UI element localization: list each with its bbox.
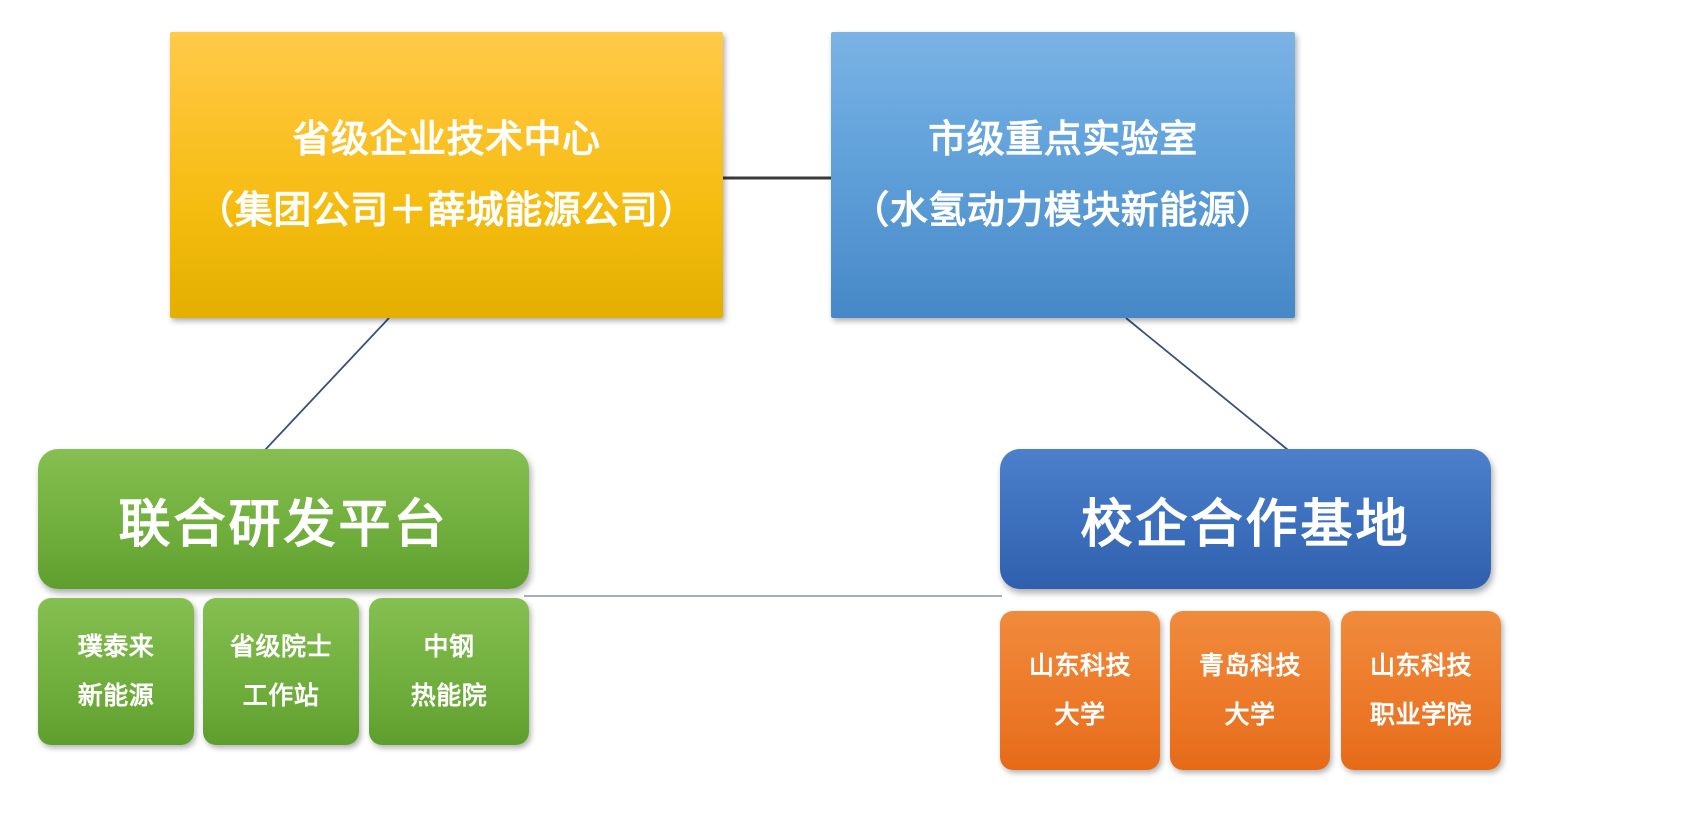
joint-rd-platform-label: 联合研发平台 bbox=[118, 494, 449, 555]
connector-tech-center-to-rd-platform bbox=[264, 317, 390, 451]
chip-line-2: 大学 bbox=[1054, 699, 1106, 729]
chip-joint-rd-child-2[interactable]: 省级院士 工作站 bbox=[203, 598, 359, 745]
chip-line-2: 热能院 bbox=[410, 680, 488, 710]
chip-line-1: 山东科技 bbox=[1028, 650, 1131, 680]
node-joint-rd-platform[interactable]: 联合研发平台 bbox=[38, 449, 529, 589]
chip-line-1: 省级院士 bbox=[229, 631, 332, 661]
chip-joint-rd-child-3[interactable]: 中钢 热能院 bbox=[369, 598, 529, 745]
chip-school-enterprise-child-3[interactable]: 山东科技 职业学院 bbox=[1341, 611, 1501, 770]
chip-line-1: 青岛科技 bbox=[1198, 650, 1301, 680]
municipal-key-lab-title: 市级重点实验室 bbox=[928, 116, 1198, 161]
node-municipal-key-laboratory[interactable]: 市级重点实验室 （水氢动力模块新能源） bbox=[831, 32, 1295, 318]
connector-key-lab-to-cooperation-base bbox=[1125, 317, 1289, 451]
chip-line-1: 中钢 bbox=[423, 631, 475, 661]
chip-line-2: 大学 bbox=[1224, 699, 1276, 729]
chip-line-2: 职业学院 bbox=[1369, 699, 1472, 729]
chip-line-2: 新能源 bbox=[77, 680, 155, 710]
chip-line-1: 璞泰来 bbox=[77, 631, 155, 661]
node-school-enterprise-cooperation-base[interactable]: 校企合作基地 bbox=[1000, 449, 1491, 589]
municipal-key-lab-subtitle: （水氢动力模块新能源） bbox=[851, 188, 1275, 232]
chip-joint-rd-child-1[interactable]: 璞泰来 新能源 bbox=[38, 598, 194, 745]
chip-line-2: 工作站 bbox=[242, 680, 320, 710]
chip-line-1: 山东科技 bbox=[1369, 650, 1472, 680]
provincial-tech-center-title: 省级企业技术中心 bbox=[292, 116, 601, 161]
provincial-tech-center-subtitle: （集团公司＋薛城能源公司） bbox=[196, 188, 697, 232]
chip-school-enterprise-child-1[interactable]: 山东科技 大学 bbox=[1000, 611, 1160, 770]
chip-school-enterprise-child-2[interactable]: 青岛科技 大学 bbox=[1170, 611, 1330, 770]
node-provincial-enterprise-tech-center[interactable]: 省级企业技术中心 （集团公司＋薛城能源公司） bbox=[170, 32, 723, 318]
school-enterprise-base-label: 校企合作基地 bbox=[1080, 494, 1411, 555]
